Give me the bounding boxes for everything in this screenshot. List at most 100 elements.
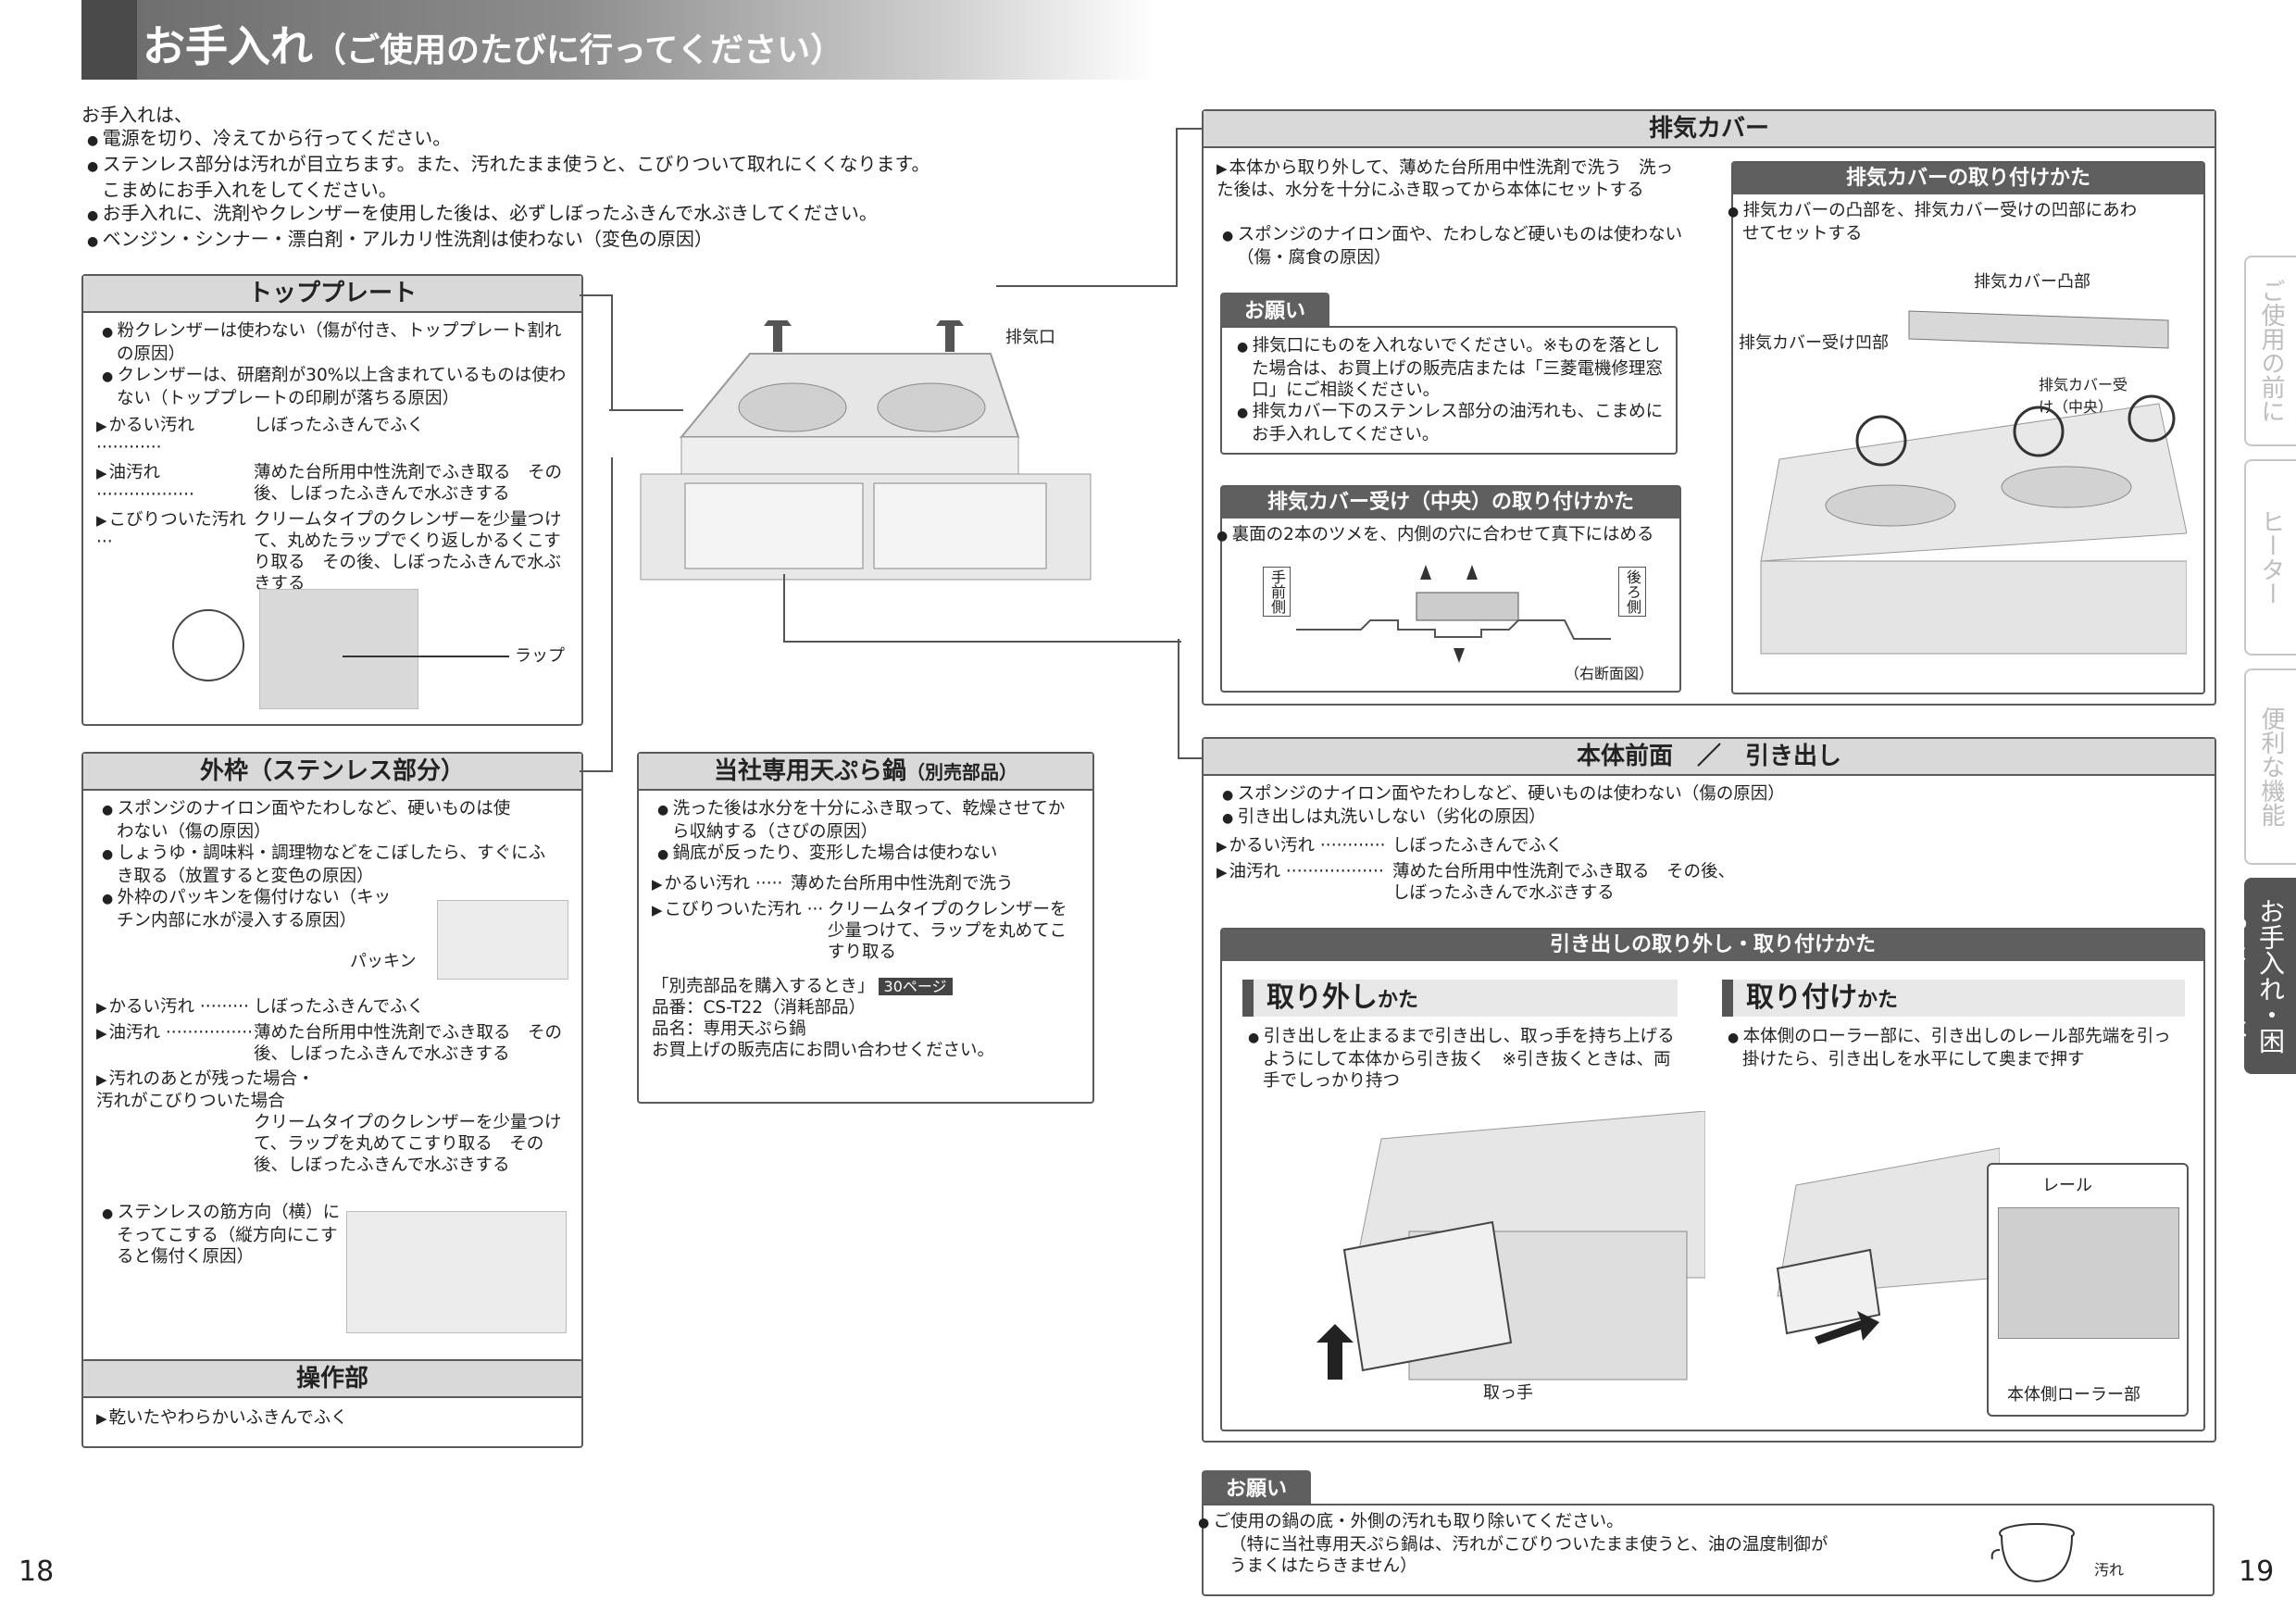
page-subtitle: （ご使用のたびに行ってください） xyxy=(313,31,844,69)
banner-stripe xyxy=(81,0,137,80)
page-ref-badge: 30ページ xyxy=(878,978,953,995)
connector-line xyxy=(1176,128,1204,287)
packing-illustration xyxy=(437,900,568,980)
connector-line xyxy=(1178,639,1205,759)
pot-icon xyxy=(1990,1523,2075,1583)
roller-label: 本体側ローラー部 xyxy=(2007,1385,2140,1405)
onegai-item: 排気カバー下のステンレス部分の油汚れも、こまめにお手入れしてください。 xyxy=(1231,401,1666,445)
connector-line xyxy=(580,457,613,772)
receiver-install-text: 裏面の2本のツメを、内側の穴に合わせて真下にはめる xyxy=(1222,518,1679,553)
frame-rows: かるい汚れ ·········しぼったふきんでふく 油汚れ ··········… xyxy=(96,996,568,1176)
wrap-leader-line xyxy=(343,656,509,657)
pan-part-no: 品番：CS-T22（消耗部品） xyxy=(652,998,866,1018)
frame-bullet: スポンジのナイロン面やたわしなど、硬いものは使わない（傷の原因） xyxy=(96,798,524,843)
tab-heater[interactable]: ヒーター xyxy=(2244,459,2296,656)
frame-remain-text: クリームタイプのクレンザーを少量つけて、ラップを丸めてこすり取る その後、しぼっ… xyxy=(254,1113,562,1175)
receiver-install-title: 排気カバー受け（中央）の取り付けかた xyxy=(1222,487,1679,518)
cover-center-label: 排気カバー受け（中央） xyxy=(2039,376,2128,416)
cover-concave-label: 排気カバー受け凹部 xyxy=(1739,333,1889,353)
top-plate-row: こびりついた汚れ ···クリームタイプのクレンザーを少量つけて、丸めたラップでく… xyxy=(96,509,568,594)
frame-remain-head: 汚れのあとが残った場合・汚れがこびりついた場合 xyxy=(96,1068,318,1112)
onegai-badge: お願い xyxy=(1202,1470,1312,1504)
exhaust-cover-section: 排気カバー 本体から取り外して、薄めた台所用中性洗剤で洗う 洗った後は、水分を十… xyxy=(1202,109,2216,706)
top-plate-row: 油汚れ ··················薄めた台所用中性洗剤でふき取る その… xyxy=(96,462,568,506)
section-view-label: （右断面図） xyxy=(1565,665,1654,682)
cover-convex-label: 排気カバー凸部 xyxy=(1974,272,2090,292)
remove-title: 取り外しかた xyxy=(1242,980,1678,1017)
top-plate-section: トッププレート 粉クレンザーは使わない（傷が付き、トッププレート割れの原因） ク… xyxy=(81,274,583,726)
page-number-left: 18 xyxy=(19,1555,55,1588)
attach-block: 取り付けかた 本体側のローラー部に、引き出しのレール部先端を引っ掛けたら、引き出… xyxy=(1722,980,2185,1070)
pan-bullet: 鍋底が反ったり、変形した場合は使わない xyxy=(652,843,1079,866)
tab-useful-functions[interactable]: 便利な機能 xyxy=(2244,668,2296,865)
front-section: 本体前面 ／ 引き出し スポンジのナイロン面やたわしなど、硬いものは使わない（傷… xyxy=(1202,737,2216,1443)
exhaust-cover-bullet: スポンジのナイロン面や、たわしなど硬いものは使わない（傷・腐食の原因） xyxy=(1217,224,1700,269)
onegai-badge: お願い xyxy=(1220,293,1330,326)
dirt-label: 汚れ xyxy=(2094,1561,2125,1579)
wrap-photo xyxy=(259,589,418,709)
cooktop-diagram: 排気口 xyxy=(639,271,1092,617)
pan-ask: お買上げの販売店にお問い合わせください。 xyxy=(652,1041,995,1060)
bottom-onegai: お願い ご使用の鍋の底・外側の汚れも取り除いてください。 （特に当社専用天ぷら鍋… xyxy=(1202,1470,2215,1596)
attach-text: 本体側のローラー部に、引き出しのレール部先端を引っ掛けたら、引き出しを水平にして… xyxy=(1722,1026,2185,1070)
connector-line xyxy=(783,574,1181,643)
cooktop-svg xyxy=(640,271,1092,581)
cleanser-bottle-icon xyxy=(172,609,244,681)
bottom-onegai-note: （特に当社専用天ぷら鍋は、汚れがこびりついたまま使うと、油の温度制御がうまくはた… xyxy=(1229,1535,1828,1576)
intro-bullet: ベンジン・シンナー・漂白剤・アルカリ性洗剤は使わない（変色の原因） xyxy=(81,228,1146,254)
frame-title: 外枠（ステンレス部分） xyxy=(83,754,581,791)
drawer-title: 引き出しの取り外し・取り付けかた xyxy=(1222,930,2203,961)
page-number-right: 19 xyxy=(2239,1555,2275,1588)
intro-bullet: ステンレス部分は汚れが目立ちます。また、汚れたまま使うと、こびりついて取れにくく… xyxy=(81,153,1146,179)
connector-line xyxy=(580,294,613,411)
intro-bullet: お手入れに、洗剤やクレンザーを使用した後は、必ずしぼったふきんで水ぶきしてくださ… xyxy=(81,202,1146,228)
onegai-item: 排気口にものを入れないでください。※ものを落とした場合は、お買上げの販売店または… xyxy=(1231,335,1666,401)
pan-title: 当社専用天ぷら鍋（別売部品） xyxy=(639,754,1092,791)
tab-before-use[interactable]: ご使用の前に xyxy=(2244,256,2296,446)
frame-bullet: 外枠のパッキンを傷付けない（キッチン内部に水が浸入する原因） xyxy=(96,887,404,931)
intro-bullet: 電源を切り、冷えてから行ってください。 xyxy=(81,127,1146,153)
attach-title: 取り付けかた xyxy=(1722,980,2185,1017)
controls-section: 操作部 乾いたやわらかいふきんでふく xyxy=(81,1359,583,1448)
packing-label: パッキン xyxy=(350,952,417,971)
front-bullet: スポンジのナイロン面やたわしなど、硬いものは使わない（傷の原因） xyxy=(1217,783,2202,806)
bottom-onegai-text: ご使用の鍋の底・外側の汚れも取り除いてください。 xyxy=(1204,1505,2213,1534)
tab-care-troubleshooting[interactable]: お手入れ・困ったときは xyxy=(2218,878,2296,1074)
intro-line: こまめにお手入れをしてください。 xyxy=(102,179,397,201)
exhaust-onegai: お願い 排気口にものを入れないでください。※ものを落とした場合は、お買上げの販売… xyxy=(1220,293,1678,455)
front-row: かるい汚れ ············しぼったふきんでふく xyxy=(1217,835,2202,857)
pan-bullet: 洗った後は水分を十分にふき取って、乾燥させてから収納する（さびの原因） xyxy=(652,798,1079,843)
page-title: お手入れ（ご使用のたびに行ってください） xyxy=(143,21,844,71)
attach-illustration xyxy=(1776,1147,2000,1344)
cover-install-svg xyxy=(1760,310,2187,655)
frame-row: かるい汚れ ·········しぼったふきんでふく xyxy=(96,996,568,1018)
front-side-label: 手前側 xyxy=(1263,567,1291,617)
exhaust-cover-line1: 本体から取り外して、薄めた台所用中性洗剤で洗う 洗った後は、水分を十分にふき取っ… xyxy=(1217,157,1679,201)
frame-row: 油汚れ ················薄めた台所用中性洗剤でふき取る その後、… xyxy=(96,1022,568,1065)
front-title: 本体前面 ／ 引き出し xyxy=(1204,739,2215,776)
handle-label: 取っ手 xyxy=(1483,1383,1533,1403)
title-banner: お手入れ（ご使用のたびに行ってください） xyxy=(81,0,1155,80)
pan-row: こびりついた汚れ ···クリームタイプのクレンザーを少量つけて、ラップを丸めてこ… xyxy=(652,899,1079,963)
intro-notes: お手入れは、 電源を切り、冷えてから行ってください。 ステンレス部分は汚れが目立… xyxy=(81,104,1146,254)
back-side-label: 後ろ側 xyxy=(1618,567,1646,617)
cover-install-text: 排気カバーの凸部を、排気カバー受けの凹部にあわせてセットする xyxy=(1733,194,2159,250)
receiver-install-box: 排気カバー受け（中央）の取り付けかた 裏面の2本のツメを、内側の穴に合わせて真下… xyxy=(1220,485,1681,693)
receiver-section-svg xyxy=(1296,565,1611,663)
top-plate-bullet: クレンザーは、研磨剤が30%以上含まれているものは使わない（トッププレートの印刷… xyxy=(96,365,568,409)
pan-part-name: 品名：専用天ぷら鍋 xyxy=(652,1019,806,1039)
intro-lead: お手入れは、 xyxy=(81,104,193,126)
exhaust-port-label: 排気口 xyxy=(1005,328,1055,347)
remove-illustration xyxy=(1316,1111,1705,1380)
wrap-label: ラップ xyxy=(515,646,565,666)
pan-row: かるい汚れ ·····薄めた台所用中性洗剤で洗う xyxy=(652,873,1079,895)
frame-grain-note: ステンレスの筋方向（横）にそってこする（縦方向にこすると傷付く原因） xyxy=(96,1202,348,1268)
drawer-box: 引き出しの取り外し・取り付けかた 取り外しかた 引き出しを止まるまで引き出し、取… xyxy=(1220,928,2205,1431)
frame-grain-illustration xyxy=(346,1211,567,1333)
top-plate-row: かるい汚れ ············しぼったふきんでふく xyxy=(96,415,568,458)
connector-line xyxy=(609,409,683,411)
remove-text: 引き出しを止まるまで引き出し、取っ手を持ち上げるようにして本体から引き抜く ※引… xyxy=(1242,1026,1678,1092)
frame-section: 外枠（ステンレス部分） スポンジのナイロン面やたわしなど、硬いものは使わない（傷… xyxy=(81,752,583,1367)
rail-label: レール xyxy=(2042,1176,2092,1195)
top-plate-bullet: 粉クレンザーは使わない（傷が付き、トッププレート割れの原因） xyxy=(96,320,568,365)
